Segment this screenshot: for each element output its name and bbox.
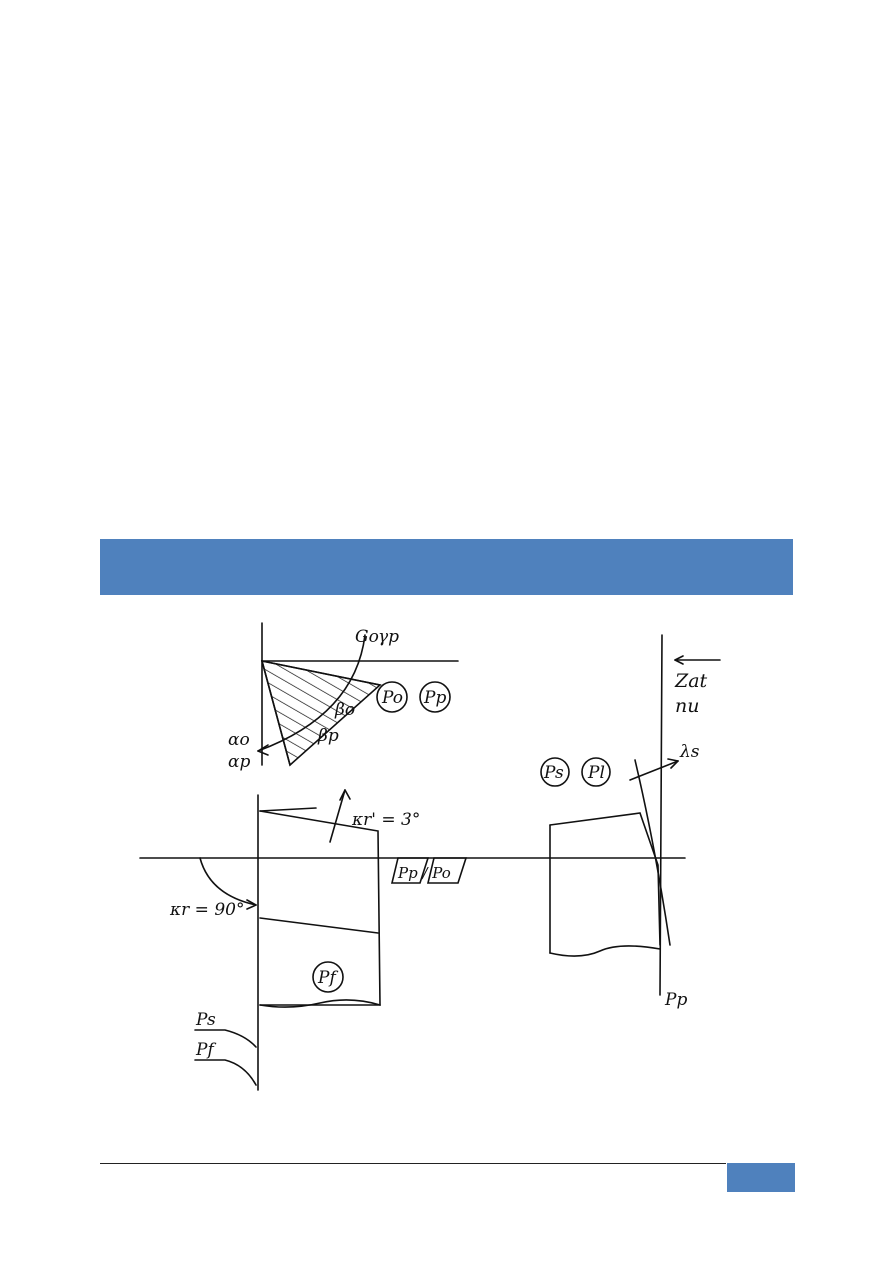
circle-pf bbox=[312, 961, 344, 993]
circle-po bbox=[376, 681, 408, 713]
circle-ps bbox=[540, 757, 570, 787]
label-po: Po bbox=[381, 688, 403, 708]
section-header-bar bbox=[100, 539, 793, 595]
pp-label-box bbox=[390, 857, 430, 884]
label-pp-bottom: Pp bbox=[664, 990, 687, 1010]
label-gamma-p: γp bbox=[378, 627, 399, 647]
tool-wedge-hatched bbox=[260, 659, 382, 767]
footer-rule bbox=[100, 1163, 726, 1164]
po-label-box bbox=[426, 857, 468, 884]
circle-pp bbox=[419, 681, 451, 713]
cut-text-line-2: nu bbox=[675, 695, 699, 717]
cutting-edge-line bbox=[634, 759, 671, 946]
page-number-box bbox=[727, 1163, 795, 1192]
label-pf-left: Pf bbox=[195, 1040, 216, 1060]
label-pl: Pl bbox=[587, 763, 605, 783]
circle-pl bbox=[581, 757, 611, 787]
label-ps-left: Ps bbox=[195, 1010, 216, 1030]
angle-arc bbox=[257, 634, 366, 752]
tool-body-left bbox=[259, 810, 381, 1006]
label-lambda-s: λs bbox=[679, 742, 700, 762]
label-gamma-o: Go bbox=[355, 627, 379, 647]
label-pf: Pf bbox=[317, 968, 338, 988]
label-pp: Pp bbox=[423, 688, 446, 708]
cut-text-line-1: Zat bbox=[674, 670, 708, 692]
side-view-block bbox=[549, 812, 661, 946]
label-beta-o: βo bbox=[334, 700, 355, 720]
cutting-tool-angles-figure: Po Pp Ps Pl Pf Go γp βo βp αo αp κr' = 3… bbox=[130, 615, 730, 1095]
label-kappa-r: κr = 90° bbox=[169, 900, 244, 920]
label-beta-p: βp bbox=[317, 726, 339, 746]
label-kappa-r-prime: κr' = 3° bbox=[351, 810, 420, 830]
label-pp-po: Pp / Po bbox=[397, 864, 451, 882]
label-alpha-o: αo bbox=[228, 730, 250, 750]
label-alpha-p: αp bbox=[228, 752, 250, 772]
label-ps: Ps bbox=[543, 763, 564, 783]
